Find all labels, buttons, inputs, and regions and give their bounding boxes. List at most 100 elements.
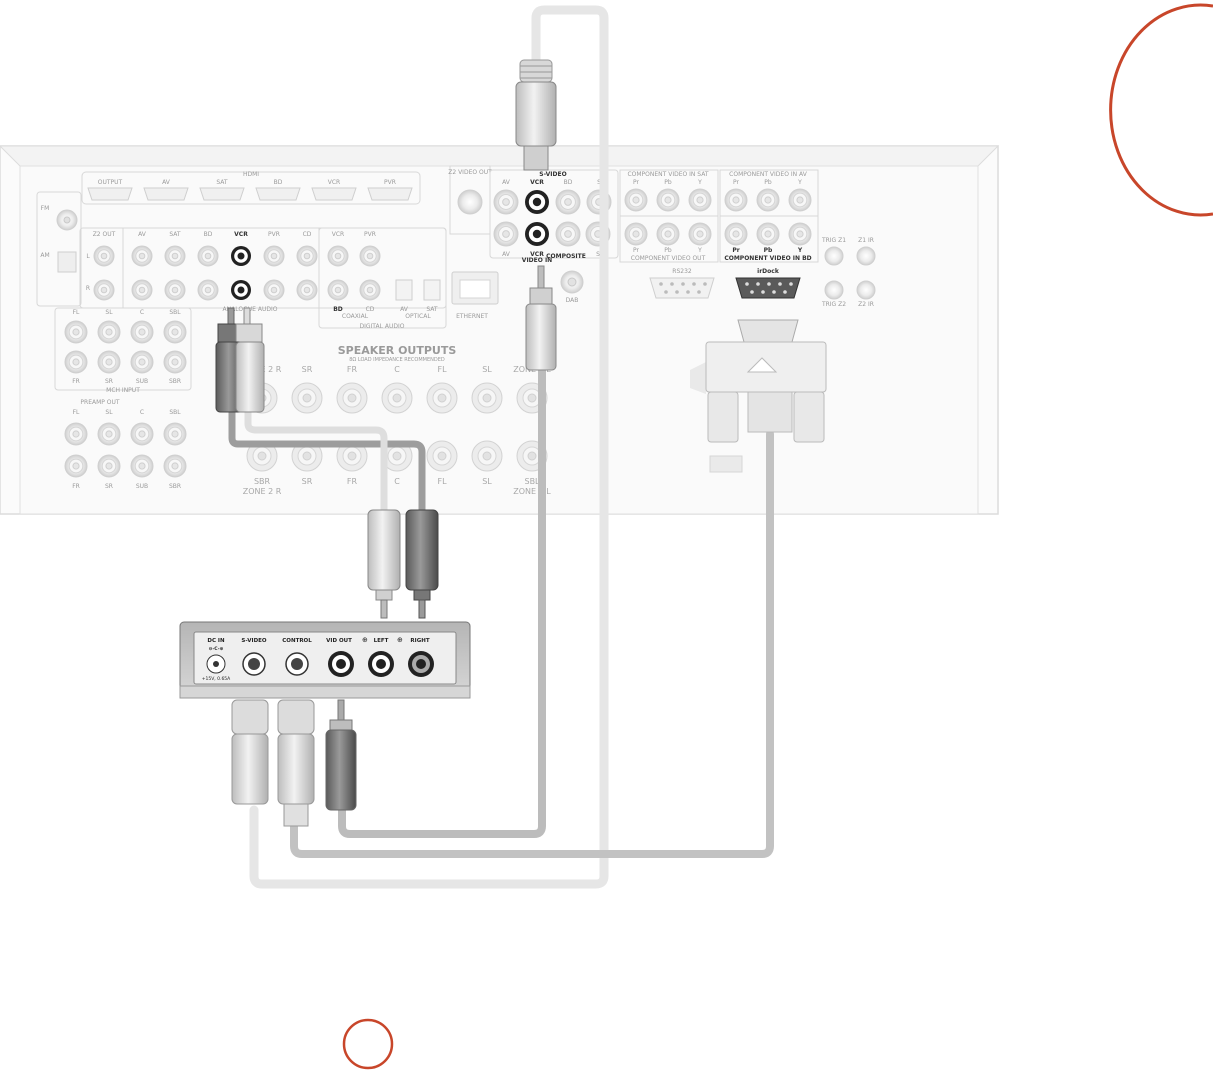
z1-ir-label: Z1 IR [858,237,874,244]
analogue-jack-bottom-0 [131,279,153,301]
preamp-out-label: PREAMP OUT [80,399,119,406]
ethernet-label: ETHERNET [456,313,488,320]
z2-video-out-section: Z2 VIDEO OUT [448,165,492,235]
preamp-jack-top-1 [97,422,121,446]
digital-jack-cd [359,279,381,301]
speaker-top-label-5: SL [482,365,492,374]
component_bd-col-label-0: Pr [732,247,739,254]
mch-bottom-label-0: FR [72,378,80,385]
hdmi-port-0 [87,187,133,201]
mch-jack-top-1 [97,320,121,344]
svideo-cable [249,5,609,889]
analogue-jack-top-4 [263,245,285,267]
mch-jack-top-2 [130,320,154,344]
speaker-terminal-bottom-0 [246,440,278,472]
preamp-jack-top-3 [163,422,187,446]
speaker-bottom-label-1: SR [302,477,313,486]
digital-bottom-label-2: AV [400,306,409,313]
svideo-top-label-3: S [597,179,601,186]
component_av-col-label-1: Pb [764,179,772,186]
component_bd-jack-2 [788,222,812,246]
speaker-terminal-top-3 [381,382,413,414]
optical-label: OPTICAL [405,313,431,320]
speaker-bottom-label-5: SL [482,477,492,486]
speaker-outputs-section: SPEAKER OUTPUTS 8Ω LOAD IMPEDANCE RECOMM… [243,344,552,496]
speaker-top-label-4: FL [437,365,447,374]
digital-jack-top-1 [359,245,381,267]
rs232-label: RS232 [672,268,692,275]
preamp-top-label-2: C [140,409,144,416]
mch-bottom-label-3: SBR [169,378,181,385]
component_av-col-label-0: Pr [733,179,740,186]
speaker-terminal-top-4 [426,382,458,414]
component_av-jack-2 [788,188,812,212]
component_bd-jack-1 [756,222,780,246]
dock-plugs-below [231,699,357,827]
speaker-outputs-note: 8Ω LOAD IMPEDANCE RECOMMENDED [349,357,445,363]
preamp-jack-bottom-0 [64,454,88,478]
speaker-terminal-top-1 [291,382,323,414]
component_out-col-label-2: Y [697,247,702,254]
component_sat-col-label-0: Pr [633,179,640,186]
mch-top-label-2: C [140,309,144,316]
component_bd-col-label-1: Pb [764,247,773,254]
analogue-col-label-1: SAT [169,231,181,238]
component-sat-header: COMPONENT VIDEO IN SAT [627,171,708,178]
component_av-col-label-2: Y [797,179,802,186]
analogue-col-label-3: VCR [234,231,248,238]
digital-jack-top-0 [327,245,349,267]
preamp-jack-bottom-2 [130,454,154,478]
digital-bottom-label-0: BD [333,306,343,313]
speaker-bottom-label-3: C [394,477,400,486]
svideo-top-label-0: AV [502,179,511,186]
zone2l-bottom-label: ZONE 2 L [513,487,551,496]
mch-input-label: MCH INPUT [106,387,140,394]
preamp-bottom-label-0: FR [72,483,80,490]
db9-plug [705,319,827,443]
component_out-col-label-0: Pr [633,247,640,254]
preamp-jack-bottom-3 [163,454,187,478]
z2-out-jack-l [93,245,115,267]
digital-col-label-0: VCR [332,231,344,238]
svideo-plug-top [515,59,557,171]
component_sat-jack-2 [688,188,712,212]
hdmi-port-label-0: OUTPUT [98,179,123,186]
preamp-top-label-3: SBL [169,409,181,416]
audio-plugs-dock [367,509,439,619]
composite-jack-bd [555,221,581,247]
analogue-jack-bottom-1 [164,279,186,301]
hdmi-port-label-2: SAT [216,179,228,186]
svg-text:⊕: ⊕ [362,636,368,644]
component_sat-col-label-1: Pb [664,179,672,186]
dock-dc-rating: +15V, 0.65A [202,676,231,682]
dock-svideo-label: S-VIDEO [241,638,266,644]
component_out-jack-2 [688,222,712,246]
video-in-label: VIDEO IN [522,257,552,264]
digital-audio-label: DIGITAL AUDIO [360,323,405,330]
audio-plugs-receiver [215,307,265,413]
hdmi-port-1 [143,187,189,201]
composite-label: COMPOSITE [546,253,586,260]
speaker-terminal-top-5 [471,382,503,414]
z2-video-out-label: Z2 VIDEO OUT [448,169,492,176]
component_out-col-label-1: Pb [664,247,672,254]
component_sat-jack-0 [624,188,648,212]
control-cable [290,430,774,858]
component-video-section: COMPONENT VIDEO IN SAT COMPONENT VIDEO I… [619,169,819,263]
z2-out-jack-r [93,279,115,301]
preamp-jack-top-0 [64,422,88,446]
composite-plug-receiver [525,265,557,371]
analogue-jack-bottom-3 [231,280,251,300]
analogue-col-label-5: CD [303,231,312,238]
dock-dcin-label: DC IN [207,638,225,644]
preamp-bottom-label-2: SUB [136,483,148,490]
analogue-col-label-2: BD [204,231,213,238]
digital-bottom-label-1: CD [366,306,375,313]
mch-top-label-1: SL [105,309,113,316]
hdmi-header: HDMI [243,171,259,178]
mch-top-label-3: SBL [169,309,181,316]
component_av-jack-1 [756,188,780,212]
